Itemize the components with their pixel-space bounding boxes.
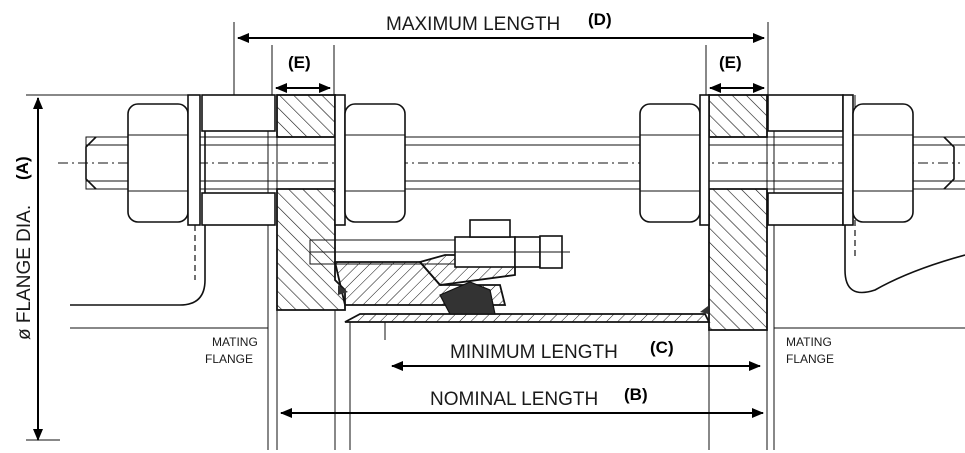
coupling-flange-left	[276, 94, 346, 450]
gland-bolt	[309, 219, 570, 269]
mating-flange-right-line2: FLANGE	[786, 352, 834, 366]
flange-thickness-dimension-left: (E)	[271, 45, 335, 95]
nominal-length-label: NOMINAL LENGTH	[430, 389, 598, 410]
mating-flange-right-line1: MATING	[786, 335, 832, 349]
code-e-left-label: (E)	[288, 53, 311, 72]
flange-diameter-dimension: ø FLANGE DIA. (A)	[13, 94, 200, 441]
code-d-label: (D)	[588, 10, 612, 29]
nut-right-outer	[842, 94, 914, 226]
minimum-length-label: MINIMUM LENGTH	[450, 342, 618, 363]
minimum-length-dimension: MINIMUM LENGTH (C)	[391, 338, 761, 371]
nut-left-outer	[127, 94, 201, 226]
code-c-label: (C)	[650, 338, 674, 357]
sleeve-pipe	[344, 313, 711, 450]
maximum-length-dimension: MAXIMUM LENGTH (D)	[233, 10, 769, 95]
nut-right-inner	[639, 94, 710, 226]
flange-dia-label: ø FLANGE DIA.	[14, 205, 35, 340]
nut-left-inner	[334, 94, 406, 226]
tie-rod	[58, 136, 965, 190]
washer-left	[201, 94, 276, 226]
code-a-label: (A)	[13, 156, 32, 180]
gasket-seal	[439, 281, 496, 315]
nominal-length-dimension: NOMINAL LENGTH (B)	[280, 385, 764, 418]
maximum-length-label: MAXIMUM LENGTH	[386, 14, 560, 35]
code-b-label: (B)	[624, 385, 648, 404]
coupling-flange-right	[708, 94, 768, 450]
gland-assembly	[333, 254, 708, 315]
flange-thickness-dimension-right: (E)	[705, 45, 769, 95]
mating-flange-left-line1: MATING	[212, 335, 258, 349]
mating-flange-left-line2: FLANGE	[205, 352, 253, 366]
washer-right	[767, 94, 844, 226]
code-e-right-label: (E)	[719, 53, 742, 72]
